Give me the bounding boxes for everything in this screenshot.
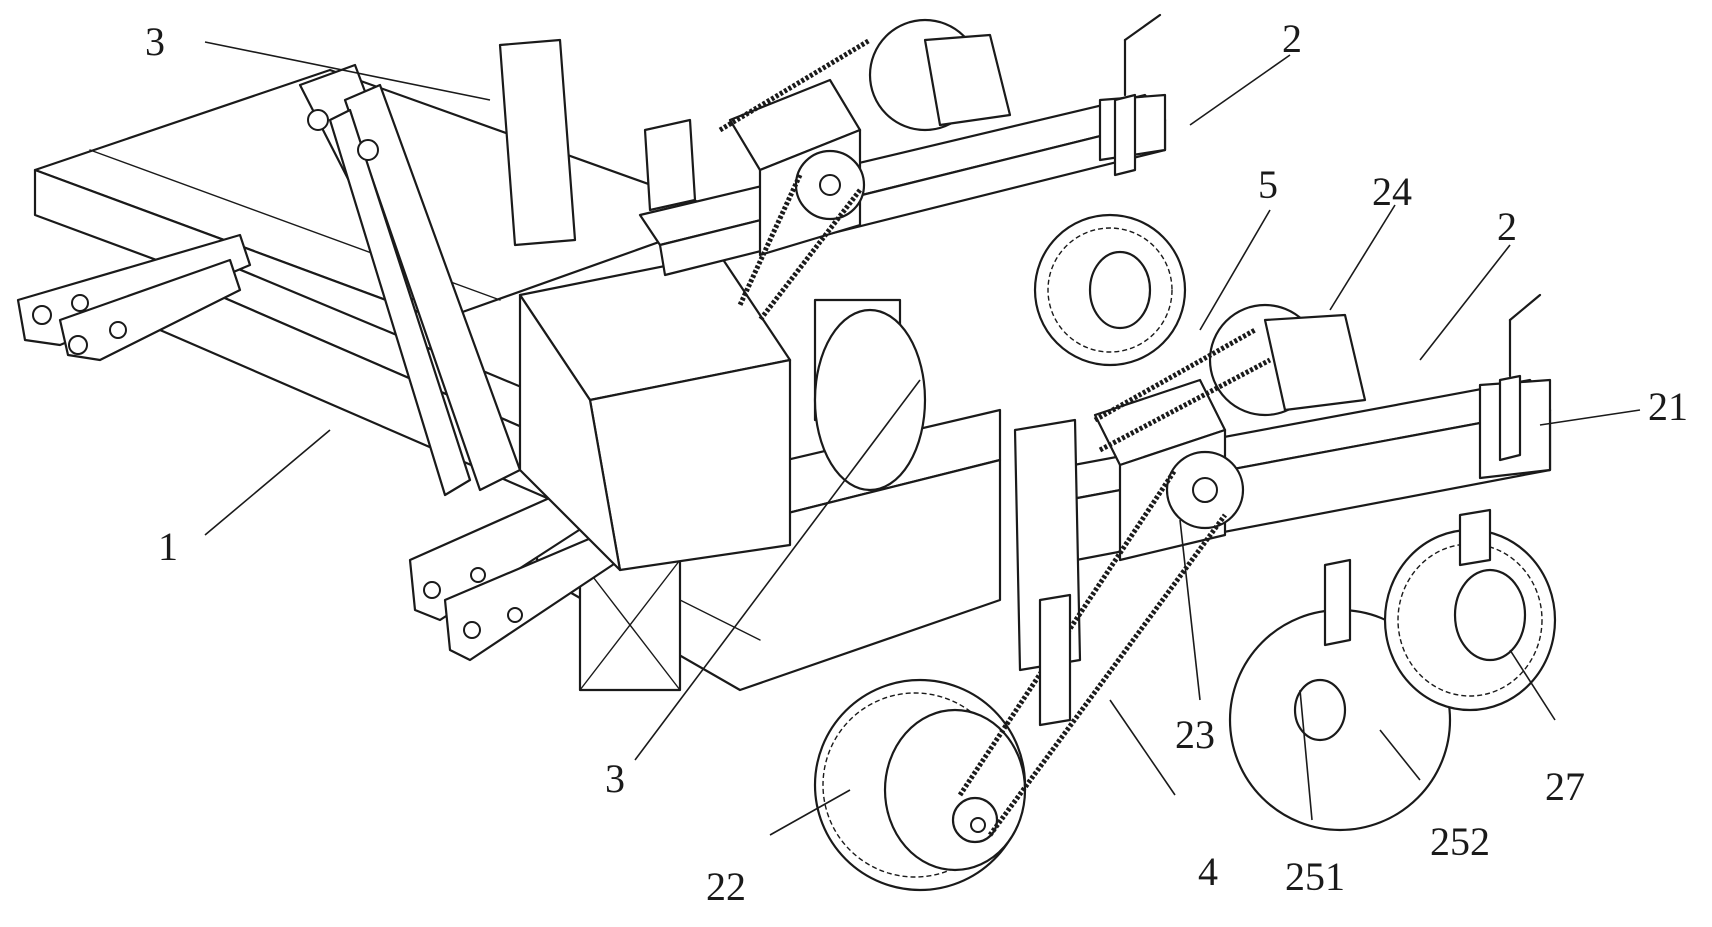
callout-22: 22 (706, 864, 746, 909)
callout-252: 252 (1430, 819, 1490, 864)
callout-27: 27 (1545, 764, 1585, 809)
callout-4: 4 (1198, 849, 1218, 894)
callout-251: 251 (1285, 854, 1345, 899)
callout-3-bottom: 3 (605, 756, 625, 801)
callout-23: 23 (1175, 712, 1215, 757)
callout-3-top: 3 (145, 19, 165, 64)
callout-21: 21 (1648, 384, 1688, 429)
row-unit-front (1015, 295, 1555, 830)
callout-24: 24 (1372, 169, 1412, 214)
callout-1: 1 (158, 524, 178, 569)
callout-5: 5 (1258, 162, 1278, 207)
callout-2-mid: 2 (1497, 204, 1517, 249)
callout-2-top: 2 (1282, 16, 1302, 61)
